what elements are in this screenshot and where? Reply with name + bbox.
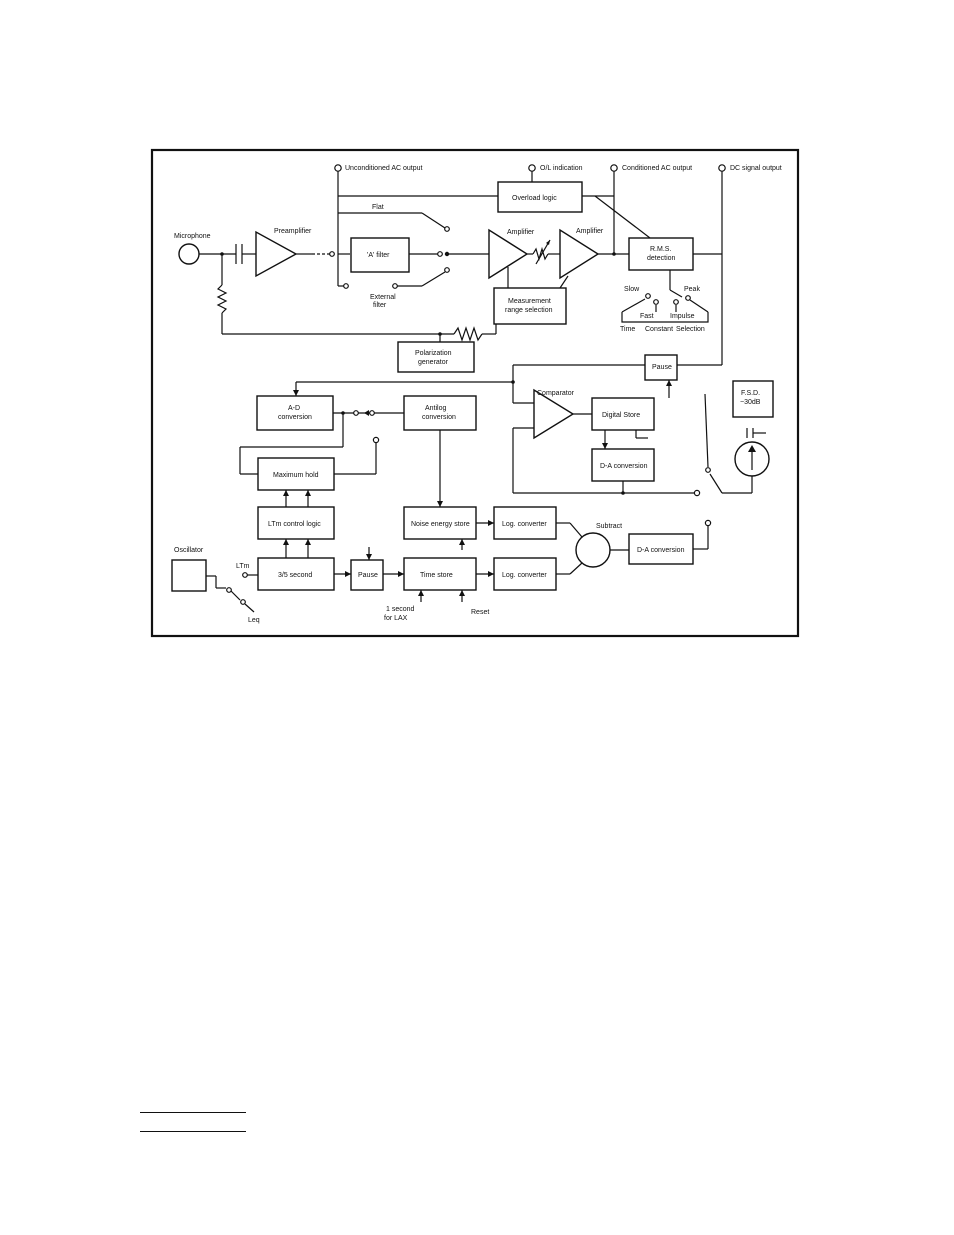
log-converter-2-block bbox=[493, 557, 557, 591]
measurement-range-label-2: range selection bbox=[505, 307, 553, 314]
microphone-symbol bbox=[178, 243, 200, 265]
ltm-control-logic-label: LTm control logic bbox=[268, 521, 321, 528]
one-second-label-1: 1 second bbox=[386, 606, 415, 613]
amplifier-1-symbol bbox=[488, 228, 529, 280]
da-conversion-right-label: D-A conversion bbox=[637, 547, 685, 554]
ad-conversion-label-1: A-D bbox=[288, 405, 300, 412]
fsd-block bbox=[732, 380, 774, 418]
rms-detection-label-2: detection bbox=[647, 255, 676, 262]
overload-logic-block bbox=[497, 181, 583, 213]
three-five-second-label: 3/5 second bbox=[278, 572, 312, 579]
amplifier-1-label: Amplifier bbox=[507, 229, 535, 236]
a-filter-block bbox=[350, 237, 410, 273]
maximum-hold-block bbox=[257, 457, 335, 491]
measurement-range-block bbox=[493, 287, 567, 325]
conditioned-ac-output-label: Conditioned AC output bbox=[622, 165, 692, 172]
leq-switch-label: Leq bbox=[248, 617, 260, 624]
footnote-rule-1 bbox=[140, 1112, 246, 1113]
selection-label: Selection bbox=[676, 326, 705, 333]
preamplifier-symbol bbox=[255, 230, 298, 278]
fast-label: Fast bbox=[640, 313, 654, 320]
unconditioned-ac-output-label: Unconditioned AC output bbox=[345, 165, 422, 172]
antilog-label-2: conversion bbox=[422, 414, 456, 421]
ltm-control-logic-block bbox=[257, 506, 335, 540]
peak-label: Peak bbox=[684, 286, 700, 293]
polarization-generator-block bbox=[397, 341, 475, 373]
pause-top-label: Pause bbox=[652, 364, 672, 371]
maximum-hold-label: Maximum hold bbox=[273, 472, 319, 479]
slow-label: Slow bbox=[624, 286, 640, 293]
amplifier-2-symbol bbox=[559, 228, 600, 280]
ad-conversion-label-2: conversion bbox=[278, 414, 312, 421]
a-filter-label: 'A' filter bbox=[367, 252, 390, 259]
oscillator-label: Oscillator bbox=[174, 547, 204, 554]
preamplifier-label: Preamplifier bbox=[274, 228, 312, 235]
da-conversion-right-block bbox=[628, 533, 694, 565]
polarization-label-2: generator bbox=[418, 359, 449, 366]
digital-store-label: Digital Store bbox=[602, 412, 640, 419]
external-filter-label-2: filter bbox=[373, 302, 387, 309]
comparator-label: Comparator bbox=[537, 390, 575, 397]
flat-label: Flat bbox=[372, 204, 384, 211]
ad-conversion-block bbox=[256, 395, 334, 431]
diagram-frame bbox=[150, 148, 800, 638]
pause-bottom-block bbox=[350, 559, 384, 591]
rms-detection-block bbox=[628, 237, 694, 271]
dc-signal-output-label: DC signal output bbox=[730, 165, 782, 172]
da-conversion-mid-block bbox=[591, 448, 655, 482]
ol-indication-label: O/L indication bbox=[540, 165, 583, 172]
time-label: Time bbox=[620, 326, 635, 333]
fsd-label-1: F.S.D. bbox=[741, 390, 760, 397]
polarization-label-1: Polarization bbox=[415, 350, 452, 357]
impulse-label: Impulse bbox=[670, 313, 695, 320]
amplifier-2-label: Amplifier bbox=[576, 228, 604, 235]
log-converter-1-label: Log. converter bbox=[502, 521, 547, 528]
overload-logic-label: Overload logic bbox=[512, 195, 557, 202]
time-store-label: Time store bbox=[420, 572, 453, 579]
pause-bottom-label: Pause bbox=[358, 572, 378, 579]
time-store-block bbox=[403, 557, 477, 591]
subtract-label: Subtract bbox=[596, 523, 622, 530]
rms-detection-label-1: R.M.S. bbox=[650, 246, 671, 253]
antilog-label-1: Antilog bbox=[425, 405, 447, 412]
noise-energy-store-label: Noise energy store bbox=[411, 521, 470, 528]
one-second-label-2: for LAX bbox=[384, 615, 408, 622]
pause-top-block bbox=[644, 354, 678, 381]
log-converter-1-block bbox=[493, 506, 557, 540]
reset-label: Reset bbox=[471, 609, 489, 616]
microphone-label: Microphone bbox=[174, 233, 211, 240]
antilog-conversion-block bbox=[403, 395, 477, 431]
footnote-rule-2 bbox=[140, 1131, 246, 1132]
da-conversion-mid-label: D-A conversion bbox=[600, 463, 648, 470]
log-converter-2-label: Log. converter bbox=[502, 572, 547, 579]
oscillator-block bbox=[171, 559, 207, 592]
external-filter-label-1: External bbox=[370, 294, 396, 301]
ltm-switch-label: LTm bbox=[236, 563, 250, 570]
constant-label: Constant bbox=[645, 326, 673, 333]
comparator-symbol bbox=[533, 388, 575, 440]
measurement-range-label-1: Measurement bbox=[508, 298, 551, 305]
fsd-label-2: −30dB bbox=[740, 399, 761, 406]
digital-store-block bbox=[591, 397, 655, 431]
subtract-symbol bbox=[575, 532, 611, 568]
